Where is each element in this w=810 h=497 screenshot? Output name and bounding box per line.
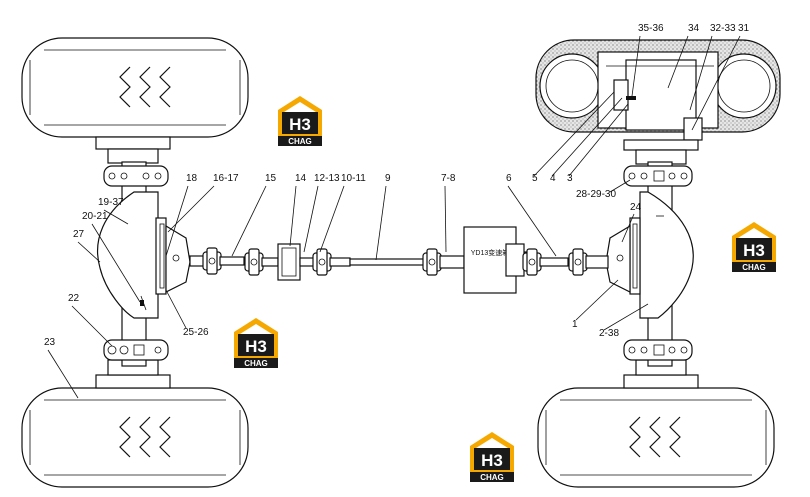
callout-c-9: 9	[385, 173, 391, 184]
callout-c-28-29-30: 28-29-30	[576, 189, 616, 200]
front-left-tire	[21, 37, 249, 138]
svg-text:CHAG: CHAG	[480, 473, 504, 482]
right-axle-assembly	[605, 139, 699, 389]
callout-c-24: 24	[630, 202, 642, 213]
callout-c-5: 5	[532, 173, 538, 184]
svg-text:H3: H3	[743, 241, 765, 260]
brand-logo: H3 CHAG	[732, 222, 776, 272]
svg-text:CHAG: CHAG	[742, 263, 766, 272]
callout-c-23: 23	[44, 337, 56, 348]
callout-c-2-38: 2-38	[599, 328, 619, 339]
callout-c-31: 31	[738, 23, 750, 34]
callout-c-6: 6	[506, 173, 512, 184]
callout-c-27: 27	[73, 229, 85, 240]
front-right-tire-section	[535, 39, 781, 150]
brand-logo: H3 CHAG	[470, 432, 514, 482]
svg-text:H3: H3	[481, 451, 503, 470]
brand-logo: H3 CHAG	[234, 318, 278, 368]
callout-c-16-17: 16-17	[213, 173, 239, 184]
callout-c-35-36: 35-36	[638, 23, 664, 34]
callout-c-3: 3	[567, 173, 573, 184]
callout-c-15: 15	[265, 173, 277, 184]
svg-text:CHAG: CHAG	[288, 137, 312, 146]
left-axle-assembly	[95, 136, 191, 389]
callout-c-7-8: 7-8	[441, 173, 456, 184]
svg-text:H3: H3	[289, 115, 311, 134]
leader-lines	[47, 35, 741, 399]
callout-c-18: 18	[186, 173, 198, 184]
callout-c-12-13: 12-13	[314, 173, 340, 184]
callout-c-34: 34	[688, 23, 700, 34]
callout-c-4: 4	[550, 173, 556, 184]
brand-logo: H3 CHAG	[278, 96, 322, 146]
callout-c-22: 22	[68, 293, 80, 304]
callout-c-19-37: 19-37	[98, 197, 124, 208]
callout-c-25-26: 25-26	[183, 327, 209, 338]
callout-c-20-21: 20-21	[82, 211, 108, 222]
rear-left-tire	[21, 387, 249, 488]
callout-c-1: 1	[572, 319, 578, 330]
rear-right-tire	[537, 387, 775, 488]
svg-text:CHAG: CHAG	[244, 359, 268, 368]
svg-text:H3: H3	[245, 337, 267, 356]
svg-text:YD13变速箱: YD13变速箱	[471, 248, 510, 257]
callout-c-10-11: 10-11	[341, 173, 366, 184]
callout-c-32-33: 32-33	[710, 23, 736, 34]
front-driveshaft	[189, 243, 465, 281]
rear-driveshaft	[505, 243, 609, 277]
callout-c-14: 14	[295, 173, 307, 184]
